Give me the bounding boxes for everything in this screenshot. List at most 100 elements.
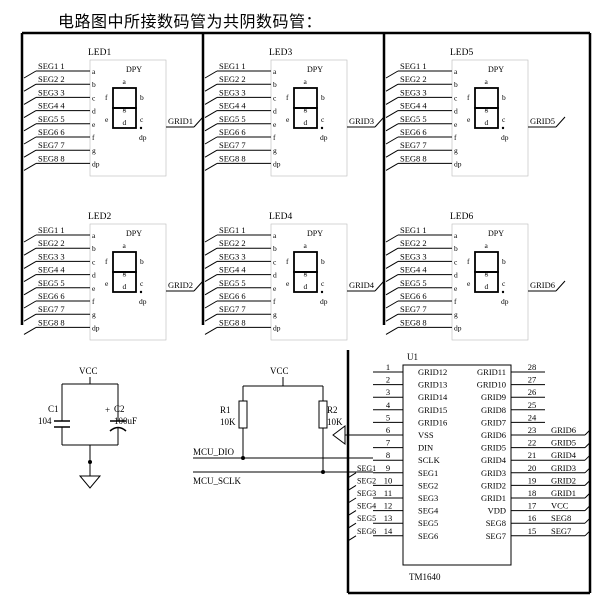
display-pin-label: c	[273, 257, 277, 266]
display-pin-label: c	[454, 257, 458, 266]
ic-pin-name: GRID9	[481, 392, 506, 402]
c2-name: C2	[114, 404, 125, 414]
seg-bus-entry	[385, 83, 399, 92]
seg-net-label: SEG1 1	[400, 225, 427, 235]
display-pin-label: dp	[92, 159, 100, 168]
ic-body	[402, 364, 512, 566]
display-body	[451, 223, 529, 341]
vcc-label-caps: VCC	[79, 366, 98, 376]
ic-pin-number: 26	[528, 387, 537, 397]
grid-bus-entry	[584, 530, 591, 537]
display-pin-label: dp	[273, 159, 281, 168]
ic-pin-number: 5	[386, 412, 390, 422]
ic-pin-name: SEG7	[486, 531, 506, 541]
seg-bus-entry	[204, 83, 218, 92]
seg-net-label: SEG2 2	[38, 238, 65, 248]
display-ref: LED3	[269, 48, 292, 58]
seg-d-label: d	[485, 282, 489, 291]
r1-value: 10K	[220, 417, 236, 427]
ic-pin-name: SEG1	[418, 468, 438, 478]
seg-bus-entry	[204, 123, 218, 132]
grid-net-label: GRID2	[168, 280, 193, 290]
display-pin-label: d	[92, 107, 96, 116]
seg-net-label: SEG1 1	[400, 61, 427, 71]
ic-pin-number: 8	[386, 450, 390, 460]
seg-b-label: b	[502, 257, 506, 266]
seg-bus-entry	[385, 123, 399, 132]
seg-bus-entry	[204, 313, 218, 322]
display-pin-label: c	[92, 257, 96, 266]
seg-bus-entry	[23, 96, 37, 105]
ic-pin-name: GRID6	[481, 430, 506, 440]
ic-pin-number: 25	[528, 400, 537, 410]
grid-bus-entry	[584, 429, 591, 436]
seg-bus-entry	[347, 522, 357, 529]
seg-bus-entry	[204, 287, 218, 296]
seg-e-label: e	[467, 279, 471, 288]
grid-net-label: GRID6	[530, 280, 555, 290]
seg-net-label: SEG1 1	[38, 225, 65, 235]
seg-d-label: d	[304, 118, 308, 127]
display-pin-label: a	[92, 67, 96, 76]
seg-bus-entry	[204, 149, 218, 158]
grid-bus-entry	[374, 280, 385, 292]
seg-bus-entry	[204, 110, 218, 119]
display-pin-label: d	[92, 271, 96, 280]
seg-net-label: SEG6 6	[400, 127, 427, 137]
r2-value: 10K	[327, 417, 343, 427]
display-body	[270, 223, 348, 341]
c1-value: 104	[38, 416, 52, 426]
ic-pin-name: GRID5	[481, 443, 506, 453]
decimal-point	[139, 126, 143, 130]
seg-net-label: SEG8 8	[38, 153, 65, 163]
seg-f-label: f	[286, 93, 289, 102]
seg-net-label: SEG2 2	[219, 74, 246, 84]
ic-net-label: SEG8	[551, 513, 571, 523]
display-pin-label: e	[273, 120, 277, 129]
ground-arrow	[332, 425, 346, 445]
ic-pin-number: 3	[386, 387, 390, 397]
ic-part: TM1640	[409, 572, 441, 582]
grid-net-label: GRID3	[349, 116, 374, 126]
ic-pin-name: GRID16	[418, 417, 447, 427]
seg-c-label: c	[140, 115, 144, 124]
seg-net-label: SEG8 8	[219, 153, 246, 163]
ic-pin-number: 9	[386, 463, 390, 473]
display-pin-label: f	[273, 133, 276, 142]
display-pin-label: e	[92, 284, 96, 293]
seg-e-label: e	[286, 279, 290, 288]
ic-pin-name: GRID11	[477, 367, 506, 377]
ic-pin-number: 24	[528, 412, 537, 422]
seg-g-label: g	[304, 268, 308, 277]
seg-f-label: f	[467, 93, 470, 102]
seg-bus-entry	[385, 287, 399, 296]
display-pin-label: e	[92, 120, 96, 129]
display-part: DPY	[488, 229, 504, 238]
ic-pin-number: 13	[384, 513, 393, 523]
display-part: DPY	[307, 229, 323, 238]
ic-pin-name: GRID2	[481, 480, 506, 490]
display-pin-label: g	[92, 146, 96, 155]
ic-net-label: GRID5	[551, 438, 576, 448]
ic-pin-name: VDD	[488, 506, 506, 516]
digit-lower	[293, 271, 318, 293]
seg-net-label: SEG4 4	[38, 101, 65, 111]
seg-net-label: SEG2 2	[400, 238, 427, 248]
seg-net-label: SEG5 5	[219, 114, 246, 124]
display-pin-label: d	[454, 107, 458, 116]
display-pin-label: a	[454, 67, 458, 76]
seg-bus-entry	[23, 110, 37, 119]
seg-net-label: SEG3 3	[219, 251, 246, 261]
grid-bus-entry	[584, 467, 591, 474]
seg-a-label: a	[485, 77, 489, 86]
seg-bus-entry	[347, 484, 357, 491]
seg-net-label: SEG2 2	[219, 238, 246, 248]
decimal-point	[501, 126, 505, 130]
display-part: DPY	[307, 65, 323, 74]
seg-bus-entry	[23, 83, 37, 92]
ic-pin-name: GRID7	[481, 417, 506, 427]
display-pin-label: a	[92, 231, 96, 240]
seg-bus-entry	[385, 149, 399, 158]
seg-e-label: e	[286, 115, 290, 124]
